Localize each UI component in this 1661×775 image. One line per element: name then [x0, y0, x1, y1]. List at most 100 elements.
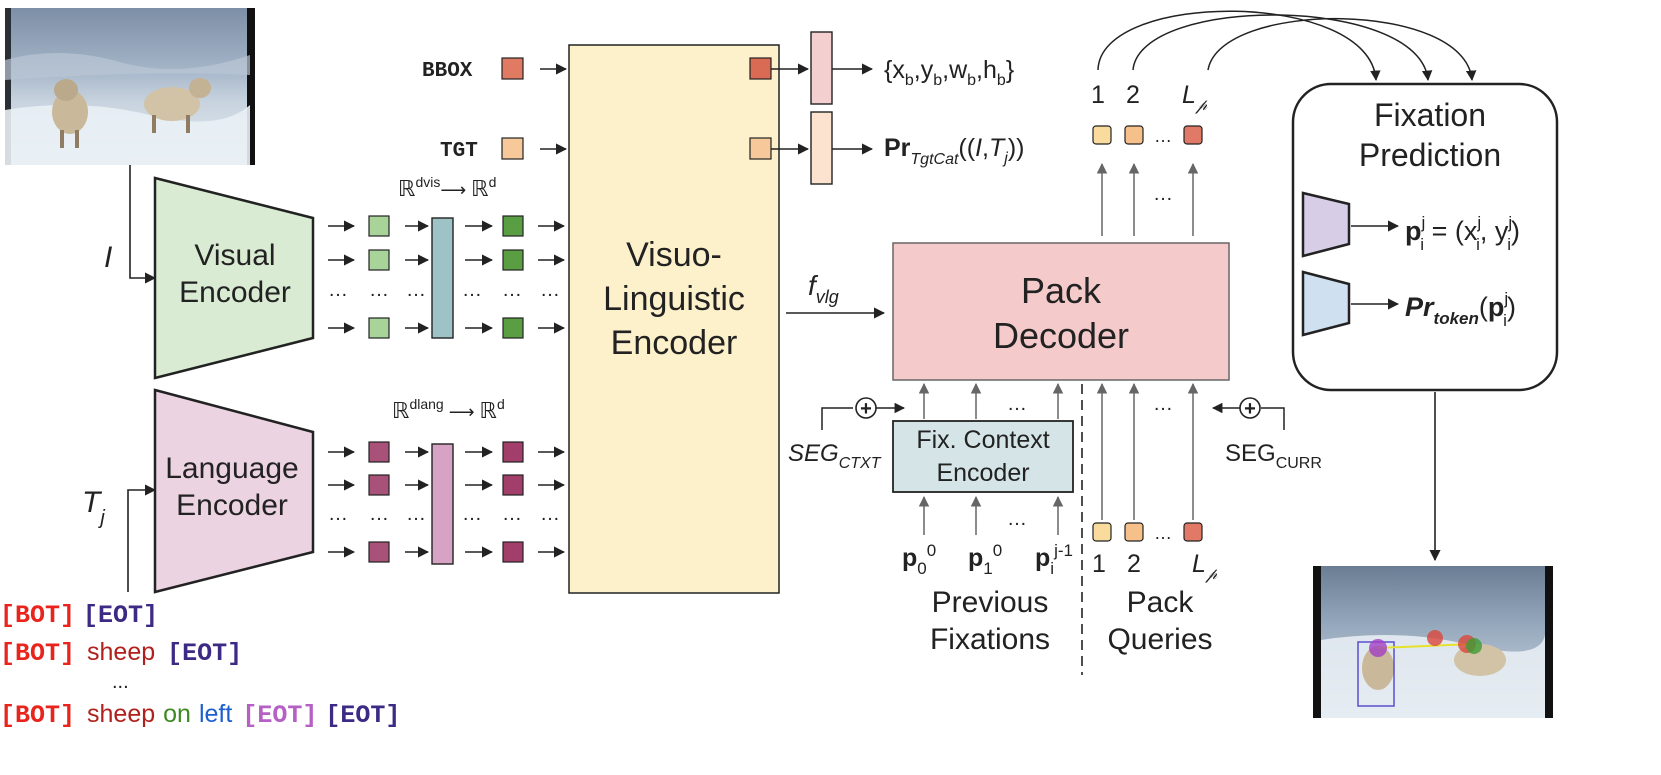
lang-ellipsis: …	[502, 503, 522, 525]
lang-ellipsis: …	[406, 503, 426, 525]
vis-ellipsis: …	[328, 279, 348, 301]
vis-ellipsis: …	[462, 279, 482, 301]
decoder-out-ellipsis: …	[1153, 183, 1173, 205]
out-token-L	[1183, 125, 1203, 145]
tgt-token-label: TGT	[440, 140, 478, 163]
sheep-left-picture	[52, 79, 88, 148]
tgt-output-token	[749, 137, 772, 160]
vis-ellipsis: …	[502, 279, 522, 301]
vis-token-projected	[502, 249, 524, 271]
lang-token-projected	[502, 441, 524, 463]
previous-fixations-label-2: Fixations	[930, 623, 1050, 656]
lang-token	[368, 441, 390, 463]
fvlg-label: fvlg	[808, 270, 839, 307]
seg-ctxt-path	[821, 407, 853, 430]
vis-token	[368, 317, 390, 339]
lang-ellipsis: …	[540, 503, 560, 525]
input-image	[5, 8, 255, 165]
proj-lang-label: ℝdlang ⟶ ℝd	[392, 396, 505, 423]
lang-token-projected	[502, 541, 524, 563]
lang-token	[368, 541, 390, 563]
vis-projection	[431, 217, 454, 339]
lang-token-projected	[502, 474, 524, 496]
pack-queries-label-1: Pack	[1127, 586, 1195, 619]
out-token-2	[1124, 125, 1144, 145]
vle-label-1: Visuo-	[626, 236, 722, 274]
vis-ellipsis: …	[406, 279, 426, 301]
lang-ellipsis: …	[462, 503, 482, 525]
bbox-head	[810, 31, 833, 105]
vis-token	[368, 249, 390, 271]
fix-context-encoder	[892, 420, 1074, 493]
seg-ctxt-label: SEGCTXT	[788, 440, 882, 472]
lang-ellipsis: …	[328, 503, 348, 525]
visual-encoder-label-1: Visual	[194, 239, 275, 272]
visual-token-pipeline: ℝdvis⟶ ℝd … … … … … …	[328, 174, 566, 339]
language-token-pipeline: ℝdlang ⟶ ℝd … … … … … …	[328, 396, 566, 565]
fixation-prediction-title-2: Prediction	[1359, 137, 1501, 173]
fixation-prediction-box	[1291, 82, 1559, 392]
visuo-linguistic-encoder	[568, 44, 780, 594]
visual-encoder-label-2: Encoder	[179, 276, 291, 309]
context-encoder-label-1: Fix. Context	[916, 426, 1049, 454]
context-to-decoder-arrows	[918, 382, 1064, 419]
prev-fixation-p0: p00	[902, 541, 936, 578]
out-label-L: L𝓅	[1182, 81, 1208, 114]
bbox-token	[501, 57, 524, 80]
decoder-outputs: … … 1 2 L𝓅	[1091, 81, 1208, 236]
image-var: I	[104, 241, 112, 274]
lang-token	[368, 474, 390, 496]
text-var: Tj	[82, 486, 105, 529]
vle-label-3: Encoder	[611, 324, 738, 362]
out-token-1	[1092, 125, 1112, 145]
context-ellipsis: …	[1007, 393, 1027, 415]
prev-fixation-p1: p10	[968, 541, 1002, 578]
coord-head	[1301, 191, 1351, 258]
out-ellipsis: …	[1154, 126, 1172, 146]
out-label-1: 1	[1091, 81, 1105, 109]
query-token-1	[1092, 522, 1112, 542]
lang-projection	[431, 443, 454, 565]
query-token-L	[1183, 522, 1203, 542]
query-label-2: 2	[1127, 550, 1141, 578]
proj-vis-label: ℝdvis⟶ ℝd	[398, 174, 496, 201]
previous-fixation-arrows	[918, 495, 1064, 535]
lang-ellipsis: …	[369, 503, 389, 525]
curved-arrows	[1097, 10, 1477, 82]
sheep-right-picture	[144, 78, 211, 133]
pack-query-arrows	[1096, 382, 1199, 520]
context-encoder-label-2: Encoder	[936, 459, 1029, 487]
prev-ellipsis: …	[1007, 508, 1027, 530]
prompt-dots: ...	[112, 671, 129, 693]
seg-ctxt-plus-sign: +	[860, 398, 872, 420]
pack-decoder-label-1: Pack	[1021, 270, 1102, 311]
seg-curr-path	[1261, 407, 1285, 430]
vis-token-projected	[502, 317, 524, 339]
vle-label-2: Linguistic	[603, 280, 745, 318]
output-image	[1313, 566, 1553, 718]
query-token-2	[1124, 522, 1144, 542]
vis-token-projected	[502, 215, 524, 237]
visual-encoder	[153, 176, 315, 380]
previous-fixations-label-1: Previous	[932, 586, 1049, 619]
text-to-language-arrow	[127, 484, 157, 592]
tgt-head	[810, 111, 833, 185]
pack-decoder	[892, 242, 1230, 381]
token-head	[1301, 270, 1351, 337]
fixation-prediction-title-1: Fixation	[1374, 97, 1486, 133]
fixation-point	[1369, 639, 1387, 657]
fixation-point	[1427, 630, 1443, 646]
seg-curr-plus-sign: +	[1244, 398, 1256, 420]
image-to-visual-arrow	[129, 165, 157, 284]
seg-curr-label: SEGCURR	[1225, 440, 1322, 472]
query-ellipsis: …	[1154, 523, 1172, 543]
bbox-token-label: BBOX	[422, 60, 473, 83]
pack-decoder-label-2: Decoder	[993, 315, 1129, 356]
tgt-token	[501, 137, 524, 160]
query-ellipsis-top: …	[1153, 393, 1173, 415]
bbox-output-token	[749, 57, 772, 80]
prev-fixation-pi: pij-1	[1035, 541, 1073, 578]
